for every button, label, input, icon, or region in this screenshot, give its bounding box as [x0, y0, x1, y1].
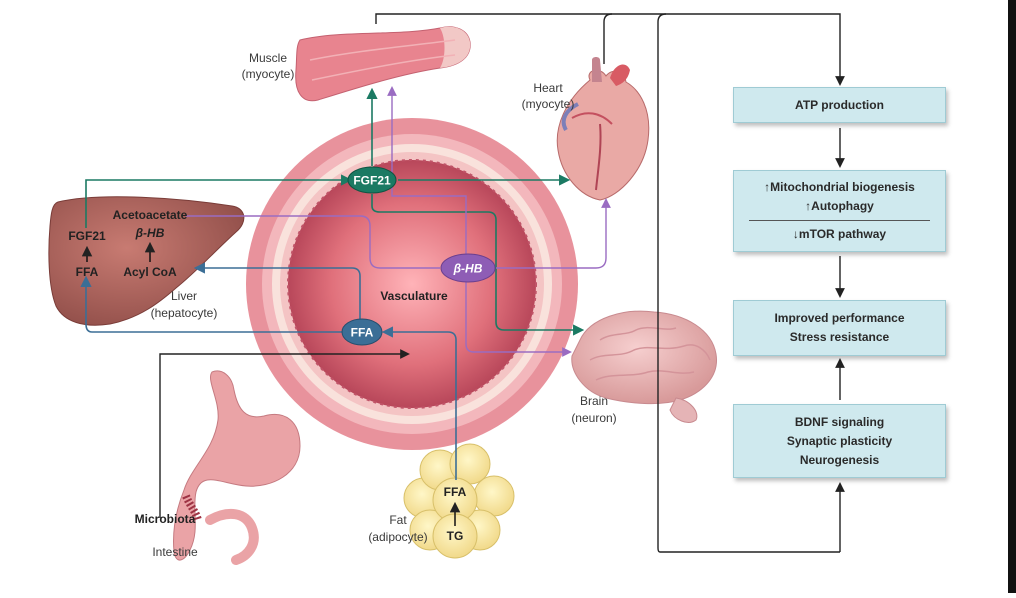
fat-ffa-label: FFA	[444, 485, 467, 499]
improved-performance-text: Improved performance	[774, 311, 905, 325]
brain-label: Brain	[580, 394, 608, 408]
bdnf-box: BDNF signaling Synaptic plasticity Neuro…	[733, 404, 946, 478]
muscle-organ	[295, 26, 471, 102]
black-connectors	[159, 13, 845, 553]
mtor-text: ↓mTOR pathway	[792, 227, 887, 241]
muscle-sublabel: (myocyte)	[242, 67, 295, 81]
mito-box-divider	[748, 220, 931, 221]
intestine-organ	[173, 370, 301, 565]
ffa-oval: FFA	[341, 318, 383, 346]
window-edge	[1008, 0, 1016, 593]
neurogenesis-text: Neurogenesis	[799, 452, 880, 467]
stress-resistance-text: Stress resistance	[789, 330, 890, 344]
mitochondria-box: ↑Mitochondrial biogenesis ↑Autophagy ↓mT…	[733, 170, 946, 252]
bhb-pathway	[186, 86, 611, 357]
ffa-pathway	[80, 262, 457, 480]
fat-label: Fat	[389, 513, 407, 527]
vessel	[246, 118, 578, 450]
atp-production-box: ATP production	[733, 87, 946, 123]
liver-sublabel: (hepatocyte)	[151, 306, 218, 320]
fgf21-pathway	[85, 87, 585, 336]
liver-ffa-label: FFA	[76, 265, 99, 279]
bdnf-signaling-text: BDNF signaling	[794, 414, 885, 429]
fgf21-oval: FGF21	[347, 166, 397, 194]
performance-box: Improved performance Stress resistance	[733, 300, 946, 356]
liver-organ	[48, 196, 245, 326]
liver-fgf21-label: FGF21	[68, 229, 106, 243]
liver-bhb-label: β-HB	[135, 226, 165, 240]
fat-internal: FFA TG	[444, 485, 467, 543]
muscle-label: Muscle	[249, 51, 287, 65]
heart-organ	[556, 57, 650, 201]
synaptic-plasticity-text: Synaptic plasticity	[786, 433, 893, 448]
microbiota-label: Microbiota	[135, 512, 196, 526]
brain-sublabel: (neuron)	[571, 411, 616, 425]
organ-labels: Muscle (myocyte) Heart (myocyte) Liver (…	[135, 51, 617, 559]
autophagy-text: ↑Autophagy	[805, 199, 874, 213]
fgf21-oval-label: FGF21	[353, 174, 391, 188]
tg-label: TG	[447, 529, 464, 543]
mito-biogenesis-text: ↑Mitochondrial biogenesis	[764, 180, 915, 194]
bhb-oval-label: β-HB	[453, 262, 483, 276]
fat-sublabel: (adipocyte)	[368, 530, 427, 544]
heart-sublabel: (myocyte)	[522, 97, 575, 111]
bhb-oval: β-HB	[440, 253, 496, 283]
liver-label: Liver	[171, 289, 197, 303]
ffa-oval-label: FFA	[351, 326, 374, 340]
intestine-label: Intestine	[152, 545, 198, 559]
acyl-coa-label: Acyl CoA	[123, 265, 177, 279]
brain-organ	[571, 310, 717, 423]
heart-label: Heart	[533, 81, 563, 95]
atp-production-text: ATP production	[795, 97, 884, 112]
liver-internal: FGF21 FFA Acetoacetate β-HB Acyl CoA	[68, 208, 187, 279]
acetoacetate-label: Acetoacetate	[113, 208, 188, 222]
vasculature-label: Vasculature	[380, 289, 448, 303]
